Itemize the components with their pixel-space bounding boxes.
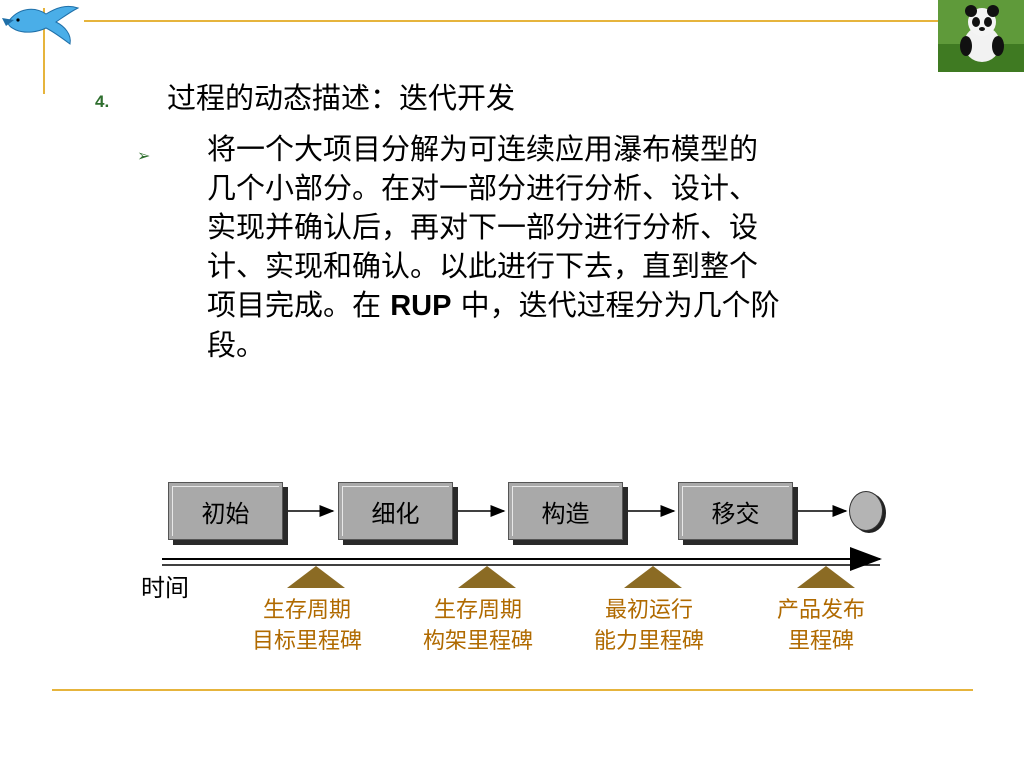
milestone-line: 构架里程碑 <box>422 629 533 654</box>
milestone-marker <box>458 566 516 588</box>
milestone-label-operational: 最初运行 能力里程碑 <box>564 595 734 657</box>
phase-label: 初始 <box>201 499 250 528</box>
bullet-arrow-icon: ➢ <box>137 146 151 165</box>
milestone-line: 目标里程碑 <box>251 629 362 654</box>
phase-box-elaboration: 细化 <box>338 482 453 540</box>
phase-label: 移交 <box>711 499 760 528</box>
milestone-marker <box>624 566 682 588</box>
time-axis-label: 时间 <box>141 574 189 602</box>
top-decor-line <box>84 20 944 22</box>
phase-box-construction: 构造 <box>508 482 623 540</box>
milestone-line: 生存周期 <box>262 598 351 623</box>
milestone-line: 能力里程碑 <box>593 629 704 654</box>
slide-heading: 过程的动态描述：迭代开发 <box>167 81 516 115</box>
paragraph-line-1: 将一个大项目分解为可连续应用瀑布模型的 <box>207 132 759 166</box>
panda-icon <box>938 0 1024 72</box>
phase-label: 细化 <box>371 499 420 528</box>
milestone-marker <box>287 566 345 588</box>
paragraph-line-4: 计、实现和确认。以此进行下去，直到整个 <box>207 249 759 283</box>
paragraph-line-2: 几个小部分。在对一部分进行分析、设计、 <box>207 171 759 205</box>
milestone-line: 最初运行 <box>604 598 693 623</box>
bird-icon <box>2 5 80 45</box>
milestone-label-objective: 生存周期 目标里程碑 <box>222 595 392 657</box>
end-node-circle <box>849 491 883 531</box>
paragraph-line-6: 段。 <box>207 328 266 362</box>
milestone-line: 里程碑 <box>787 629 854 654</box>
paragraph-line-5-end: 中，迭代过程分为几个阶 <box>451 288 780 322</box>
left-decor-line <box>43 8 45 94</box>
heading-number: 4. <box>95 92 110 111</box>
rup-term: RUP <box>390 290 452 322</box>
phase-box-transition: 移交 <box>678 482 793 540</box>
phase-label: 构造 <box>541 499 590 528</box>
milestone-label-architecture: 生存周期 构架里程碑 <box>393 595 563 657</box>
milestone-line: 生存周期 <box>433 598 522 623</box>
bottom-decor-line <box>52 689 973 691</box>
milestone-label-release: 产品发布 里程碑 <box>736 595 906 657</box>
paragraph-line-5: 项目完成。在 RUP 中，迭代过程分为几个阶 <box>207 286 947 326</box>
milestone-marker <box>797 566 855 588</box>
phase-box-inception: 初始 <box>168 482 283 540</box>
bullet-paragraph: 将一个大项目分解为可连续应用瀑布模型的 几个小部分。在对一部分进行分析、设计、 … <box>207 130 947 365</box>
paragraph-line-5-start: 项目完成。在 <box>207 288 391 322</box>
paragraph-line-3: 实现并确认后，再对下一部分进行分析、设 <box>207 210 759 244</box>
milestone-line: 产品发布 <box>776 598 865 623</box>
